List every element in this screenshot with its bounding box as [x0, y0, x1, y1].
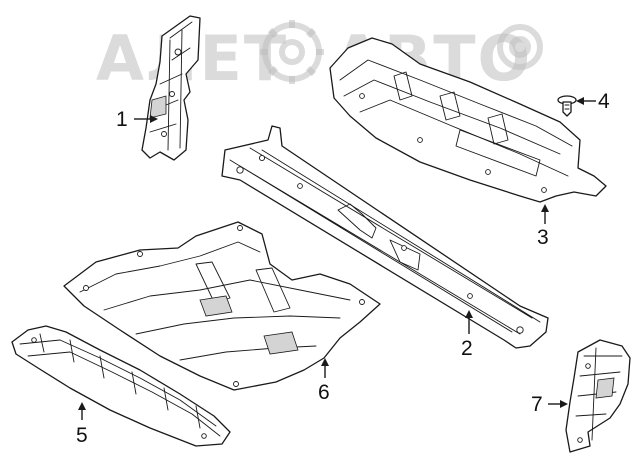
callout-1-label: 1: [116, 108, 128, 131]
watermark-gear-icon: [260, 20, 324, 84]
callout-7: 7: [531, 393, 568, 416]
callout-4: 4: [576, 90, 610, 113]
callout-6-label: 6: [318, 381, 330, 404]
part-6-under-cover: [63, 221, 381, 391]
part-3-splash-shield: [329, 37, 607, 203]
callout-3: 3: [537, 204, 549, 249]
callout-2: 2: [461, 310, 473, 360]
part-1-bracket: [141, 15, 201, 161]
part-4-clip: [557, 95, 577, 117]
part-7-side-bracket: [565, 339, 631, 453]
watermark-ring-icon: [497, 24, 543, 70]
callout-1: 1: [116, 108, 158, 131]
callout-7-label: 7: [531, 393, 543, 416]
callout-6: 6: [318, 358, 330, 404]
callout-5-label: 5: [76, 424, 88, 447]
callout-5: 5: [76, 402, 88, 447]
part-2-cross-member: [221, 125, 549, 349]
callout-4-label: 4: [598, 90, 610, 113]
callout-2-label: 2: [461, 337, 473, 360]
callout-3-label: 3: [537, 226, 549, 249]
part-5-lower-deflector: [11, 325, 231, 447]
